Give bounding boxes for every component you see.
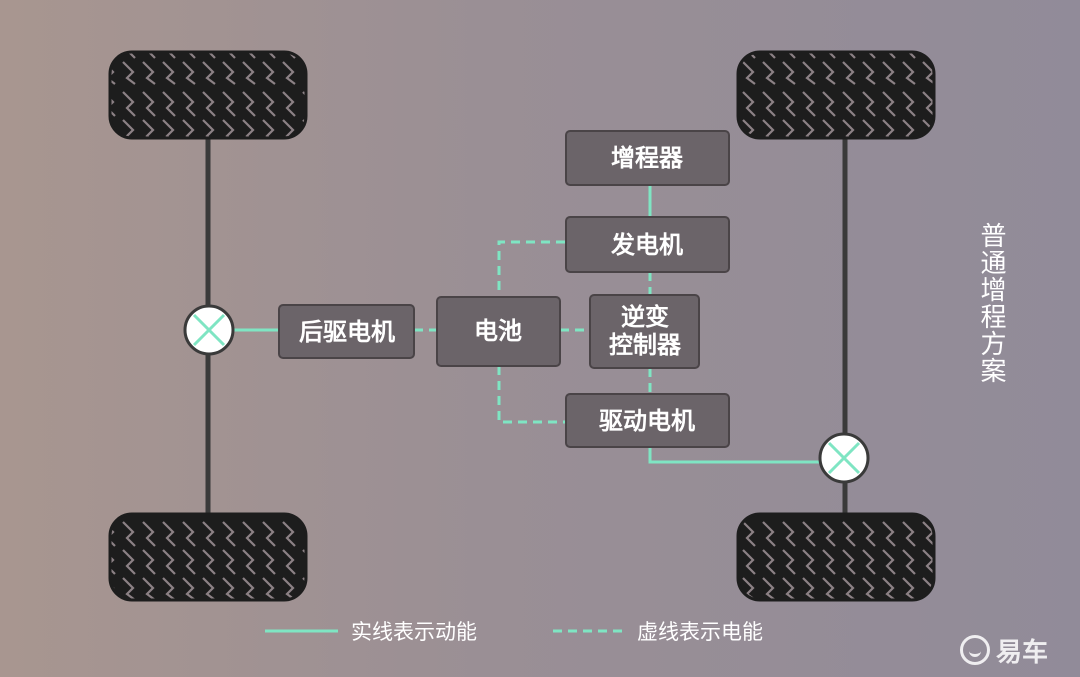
- drive-motor-box: 驱动电机: [565, 393, 730, 448]
- rear-motor-box: 后驱电机: [278, 304, 415, 359]
- logo-icon: [960, 635, 990, 665]
- dashed-lines: [414, 240, 652, 424]
- left-differential: [183, 304, 235, 356]
- range-extender-label: 增程器: [611, 144, 684, 172]
- tire-rear-left: [108, 512, 308, 602]
- drive-motor-label: 驱动电机: [599, 407, 695, 435]
- logo-text: 易车: [996, 637, 1049, 668]
- legend: 实线表示动能 虚线表示电能: [265, 620, 763, 644]
- generator-label: 发电机: [610, 231, 683, 259]
- legend-solid-label: 实线表示动能: [351, 620, 477, 644]
- rear-motor-label: 后驱电机: [299, 318, 395, 346]
- tire-front-left: [108, 50, 308, 140]
- inverter-box: 逆变 控制器: [589, 294, 700, 369]
- battery-box: 电池: [436, 296, 561, 367]
- diagram-title: 普通增程方案: [976, 222, 1006, 384]
- generator-box: 发电机: [565, 216, 730, 273]
- tire-front-right: [736, 50, 936, 140]
- right-differential: [818, 432, 870, 484]
- inverter-label-line2: 控制器: [609, 331, 682, 359]
- inverter-label-line1: 逆变: [621, 303, 669, 331]
- legend-dashed-label: 虚线表示电能: [637, 620, 763, 644]
- range-extender-box: 增程器: [565, 130, 730, 186]
- watermark-logo: 易车: [960, 632, 1048, 668]
- solid-lines: [232, 185, 820, 464]
- battery-label: 电池: [474, 317, 522, 345]
- tire-rear-right: [736, 512, 936, 602]
